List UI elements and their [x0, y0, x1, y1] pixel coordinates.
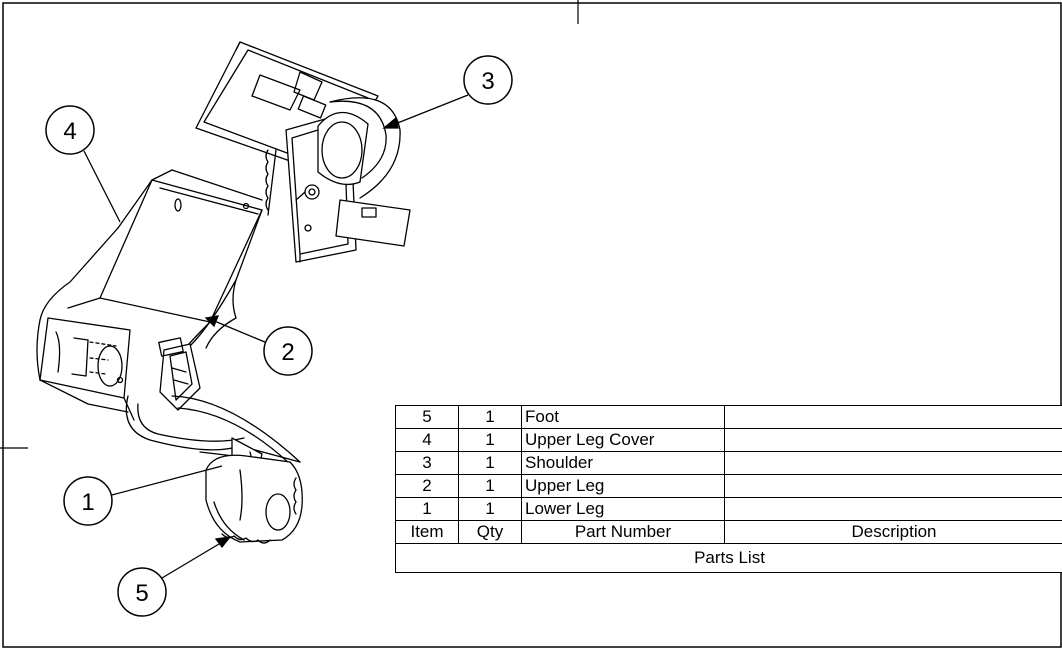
part-number-cell: Upper Leg [521, 474, 725, 498]
part-number-cell: Lower Leg [521, 497, 725, 521]
arrowhead-5 [214, 536, 232, 549]
balloon-1: 1 [63, 476, 113, 526]
arrowhead-2 [204, 315, 220, 328]
qty-cell: 1 [458, 474, 522, 498]
balloon-5-label: 5 [135, 580, 148, 607]
balloon-2: 2 [263, 326, 313, 376]
knee-housing [36, 317, 135, 421]
leader-line-5 [161, 540, 225, 579]
header-item: Item [395, 520, 459, 544]
table-row: 2 1 Upper Leg [395, 474, 1062, 498]
description-cell [724, 451, 1062, 475]
table-title-row: Parts List [395, 543, 1062, 573]
upper-leg-part [158, 209, 263, 411]
upper-leg-cover-part [39, 169, 263, 323]
table-header-row: Item Qty Part Number Description [395, 520, 1062, 544]
table-row: 3 1 Shoulder [395, 451, 1062, 475]
header-qty: Qty [458, 520, 522, 544]
item-cell: 1 [395, 497, 459, 521]
foot-part [205, 454, 303, 544]
balloon-3: 3 [463, 55, 513, 105]
header-description: Description [724, 520, 1062, 544]
leader-line-3 [389, 94, 469, 127]
qty-cell: 1 [458, 428, 522, 452]
balloon-4-label: 4 [63, 118, 76, 145]
parts-list-title: Parts List [395, 543, 1062, 573]
table-row: 5 1 Foot [395, 405, 1062, 429]
leg-assembly [36, 41, 411, 544]
balloon-2-label: 2 [281, 339, 294, 366]
balloon-4: 4 [45, 105, 95, 155]
item-cell: 4 [395, 428, 459, 452]
qty-cell: 1 [458, 451, 522, 475]
description-cell [724, 405, 1062, 429]
table-row: 4 1 Upper Leg Cover [395, 428, 1062, 452]
item-cell: 5 [395, 405, 459, 429]
arrowhead-3 [382, 116, 399, 129]
balloon-1-label: 1 [81, 489, 94, 516]
shoulder-part [195, 41, 411, 263]
part-number-cell: Upper Leg Cover [521, 428, 725, 452]
balloon-5: 5 [117, 567, 167, 617]
description-cell [724, 474, 1062, 498]
part-number-cell: Foot [521, 405, 725, 429]
item-cell: 2 [395, 474, 459, 498]
description-cell [724, 497, 1062, 521]
qty-cell: 1 [458, 497, 522, 521]
table-row: 1 1 Lower Leg [395, 497, 1062, 521]
leader-line-2 [211, 319, 273, 346]
leader-line-1 [107, 465, 223, 497]
balloon-3-label: 3 [481, 68, 494, 95]
leader-lines [83, 94, 469, 579]
item-cell: 3 [395, 451, 459, 475]
leader-line-4 [83, 150, 121, 223]
header-part-number: Part Number [521, 520, 725, 544]
qty-cell: 1 [458, 405, 522, 429]
parts-list-table: 5 1 Foot 4 1 Upper Leg Cover 3 1 Shoulde… [395, 405, 1062, 573]
description-cell [724, 428, 1062, 452]
part-number-cell: Shoulder [521, 451, 725, 475]
